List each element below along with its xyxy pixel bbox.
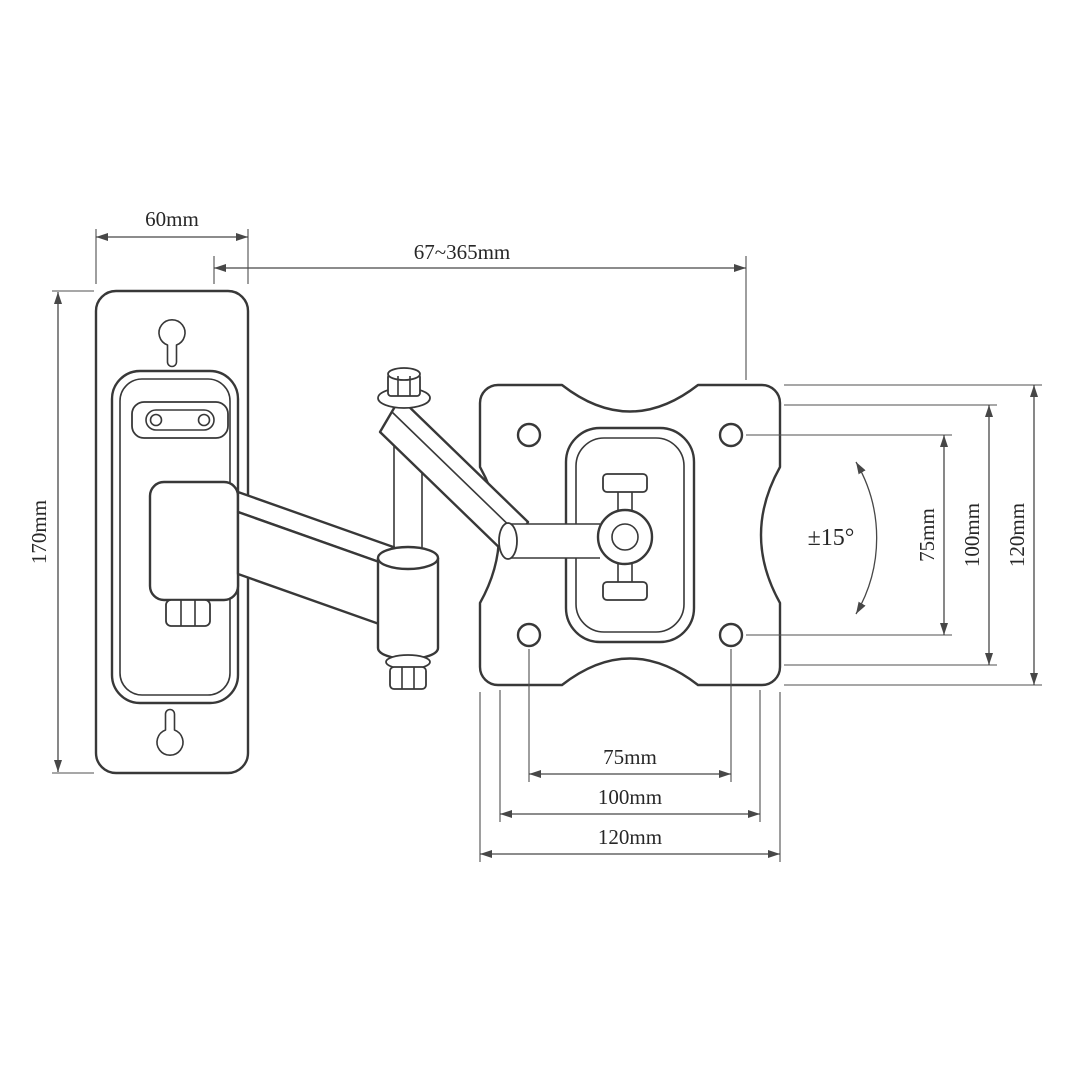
hub-cylinder [508,523,600,559]
dim-label-wall-height: 170mm [27,500,51,564]
tilt-clamp-bottom-tab [602,581,648,601]
elbow-hex-bolt [389,666,427,690]
tilt-clamp-bottom-stem [617,563,633,582]
dim-label-right-75: 75mm [915,508,939,562]
tilt-clamp-top-tab [602,473,648,493]
dim-label-right-120: 120mm [1005,503,1029,567]
dim-label-extension-range: 67~365mm [414,240,511,264]
dimension-bottom-100: 100mm [499,690,761,822]
elbow-cylinder-top [376,545,440,571]
upper-slot-bracket [131,401,229,439]
upper-arm-edge-line [391,411,521,537]
dimension-wall-width: 60mm [95,207,249,284]
dimension-right-75: 75mm [746,434,952,636]
dim-label-bottom-100: 100mm [598,785,662,809]
elbow-cylinder [376,558,440,661]
tilt-arc [855,461,878,615]
dim-label-wall-width: 60mm [145,207,199,231]
top-hex-bolt-head [387,367,421,381]
upper-slot [145,409,215,431]
slot-bolt-right [197,413,211,427]
keyhole-slot-bottom [156,708,184,756]
dim-label-bottom-120: 120mm [598,825,662,849]
top-hex-bolt-facets [397,376,411,396]
vesa-hole-bottom-left [516,622,542,648]
wall-knuckle [148,480,240,602]
knuckle-hex-nut [165,599,211,627]
vesa-hole-top-left [516,422,542,448]
dimension-bottom-120: 120mm [479,692,781,862]
dimension-extension-range: 67~365mm [213,240,747,380]
dim-label-tilt: ±15° [808,525,855,551]
hub-cylinder-cap [498,522,518,560]
tilt-clamp-top-stem [617,492,633,511]
dim-label-bottom-75: 75mm [603,745,657,769]
slot-bolt-left [149,413,163,427]
dim-label-right-100: 100mm [960,503,984,567]
knuckle-hex-nut-facets [180,600,196,626]
keyhole-slot-top [158,319,186,368]
dimension-right-100: 100mm [784,404,997,666]
tilt-hub [596,508,654,566]
dimension-wall-height: 170mm [27,290,94,774]
elbow-hex-bolt-facets [401,667,415,689]
dimension-tilt-angle: ±15° [808,461,878,615]
vesa-hole-bottom-right [718,622,744,648]
vesa-hole-top-right [718,422,744,448]
dimension-bottom-75: 75mm [528,649,732,782]
dimension-right-120: 120mm [784,384,1042,686]
mounting-arm [148,367,654,690]
hub-cylinder-body [506,524,600,558]
tilt-hub-inner [611,523,639,551]
